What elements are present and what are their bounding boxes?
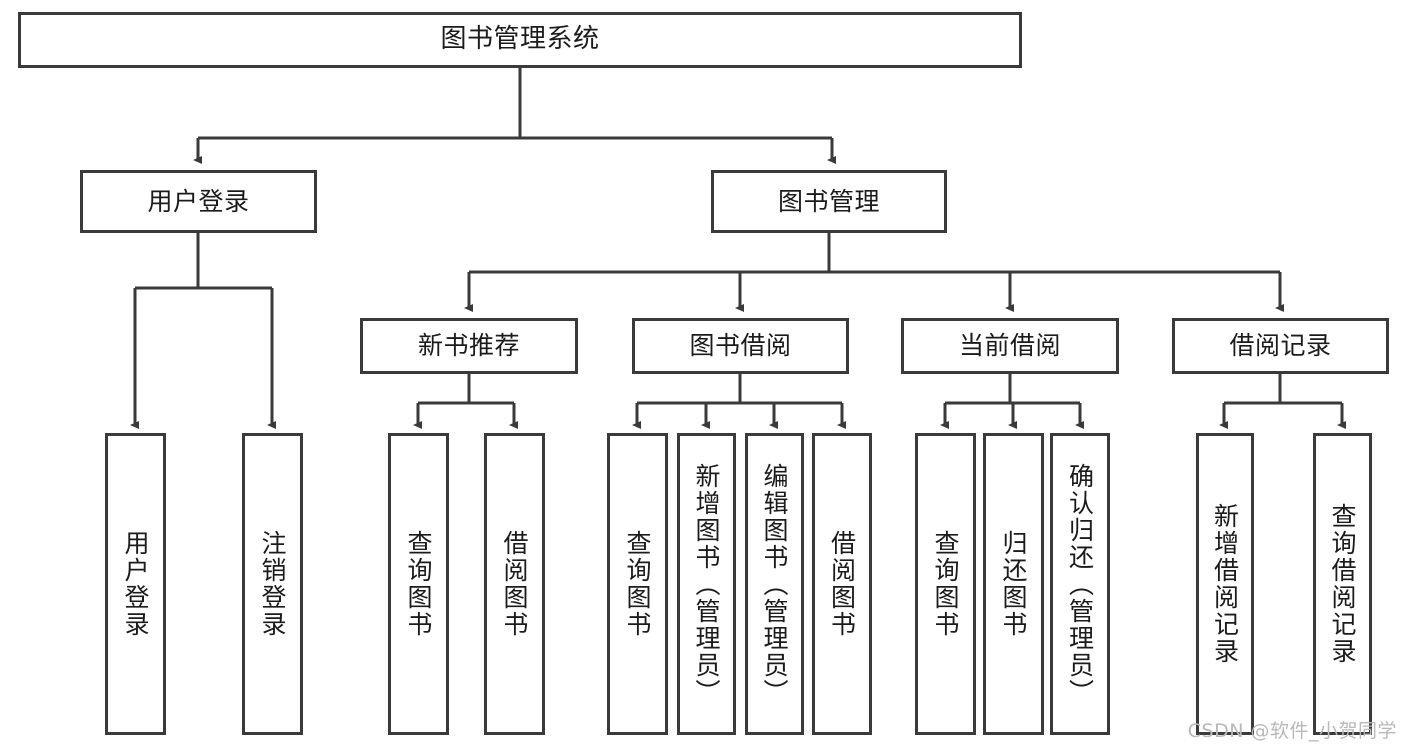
leaf-edit-book-admin[interactable]: 编辑图书（管理员） [745,433,804,735]
node-label: 图书管理 [777,186,880,216]
node-new-book-recommend[interactable]: 新书推荐 [360,318,578,374]
leaf-query-borrow-record[interactable]: 查询借阅记录 [1313,433,1372,735]
leaf-add-borrow-record[interactable]: 新增借阅记录 [1196,433,1254,735]
node-label: 借阅记录 [1229,331,1332,360]
node-label: 查询图书 [931,530,960,638]
leaf-query-book-borrow[interactable]: 查询图书 [607,433,668,735]
node-label: 查询借阅记录 [1328,503,1357,665]
node-label: 归还图书 [999,530,1028,638]
leaf-query-book-recommend[interactable]: 查询图书 [388,433,449,735]
node-label: 新增图书（管理员） [692,462,721,706]
node-label: 借阅图书 [500,530,529,638]
node-label: 新书推荐 [417,331,520,360]
leaf-user-login[interactable]: 用户登录 [105,433,166,735]
node-label: 查询图书 [623,530,652,638]
node-borrow-record[interactable]: 借阅记录 [1172,318,1389,374]
node-current-borrow[interactable]: 当前借阅 [901,318,1119,374]
csdn-watermark: CSDN @软件_小贺同学 [1187,720,1397,742]
leaf-return-book[interactable]: 归还图书 [983,433,1044,735]
leaf-logout[interactable]: 注销登录 [242,433,303,735]
node-label: 确认归还（管理员） [1065,462,1095,706]
node-root-system[interactable]: 图书管理系统 [18,12,1022,68]
node-label: 图书借阅 [689,331,792,360]
node-label: 图书管理系统 [440,24,600,55]
node-label: 用户登录 [147,186,250,216]
node-label: 用户登录 [121,530,150,638]
leaf-query-book-current[interactable]: 查询图书 [915,433,976,735]
leaf-add-book-admin[interactable]: 新增图书（管理员） [677,433,736,735]
node-book-borrow[interactable]: 图书借阅 [632,318,849,374]
node-label: 新增借阅记录 [1210,503,1240,665]
node-user-login[interactable]: 用户登录 [80,170,317,233]
node-label: 编辑图书（管理员） [760,462,789,706]
node-label: 查询图书 [404,530,433,638]
node-label: 借阅图书 [827,530,857,638]
leaf-borrow-book-recommend[interactable]: 借阅图书 [484,433,545,735]
node-label: 当前借阅 [958,331,1061,360]
node-book-management[interactable]: 图书管理 [711,170,947,233]
node-label: 注销登录 [258,530,287,638]
leaf-confirm-return-admin[interactable]: 确认归还（管理员） [1050,433,1110,735]
leaf-borrow-book[interactable]: 借阅图书 [812,433,872,735]
